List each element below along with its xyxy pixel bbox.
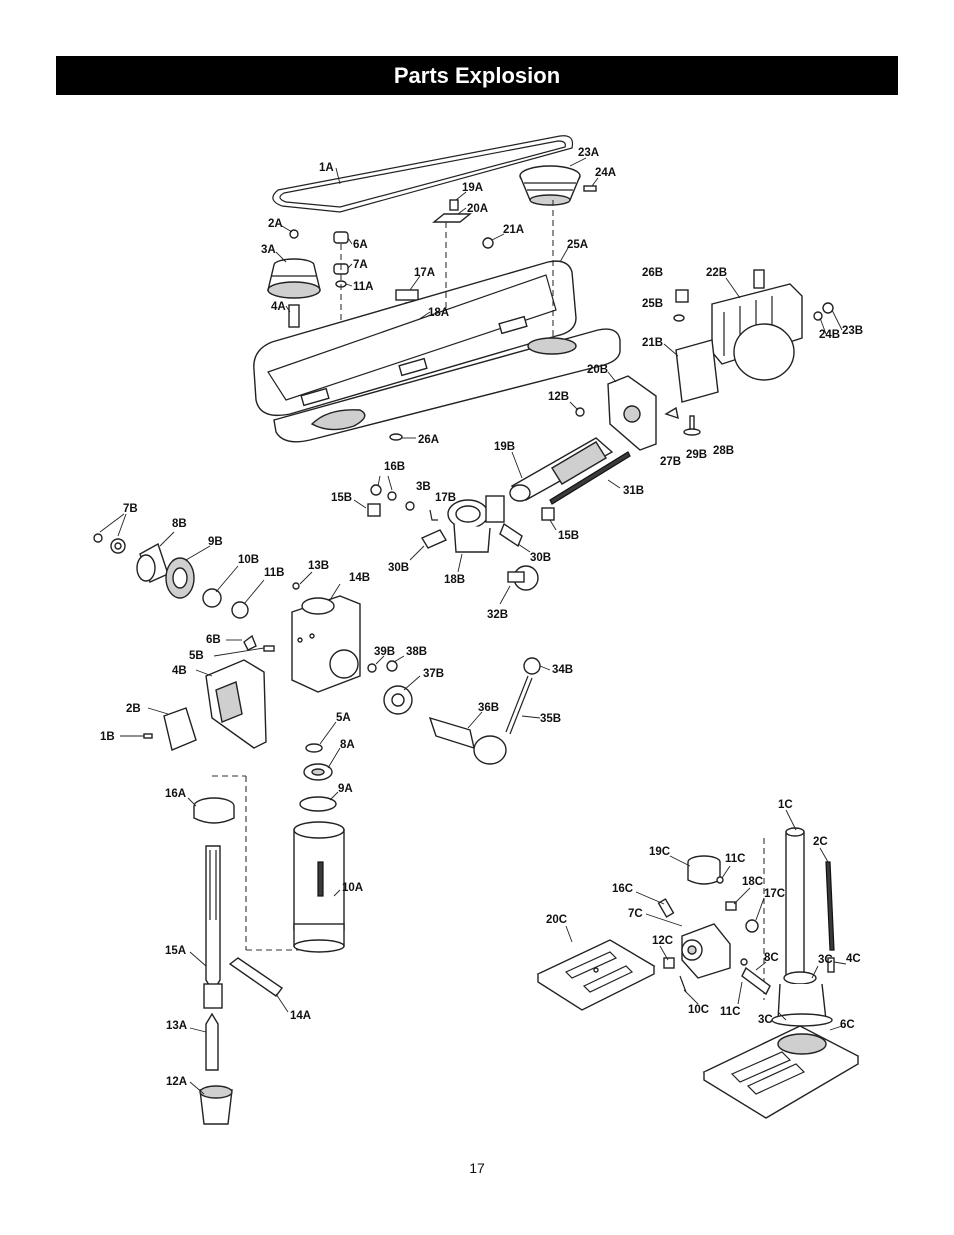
part-label-5b: 5B [189, 650, 204, 662]
part-label-6c: 6C [840, 1019, 855, 1031]
part-label-19c: 19C [649, 846, 670, 858]
part-label-22b: 22B [706, 267, 727, 279]
part-label-2b: 2B [126, 703, 141, 715]
part-label-21a: 21A [503, 224, 524, 236]
part-label-31b: 31B [623, 485, 644, 497]
part-label-15b-left: 15B [331, 492, 352, 504]
part-label-5a: 5A [336, 712, 351, 724]
part-label-11a: 11A [353, 281, 373, 293]
part-label-32b: 32B [487, 609, 508, 621]
part-label-1a: 1A [319, 162, 334, 174]
motor-assembly [367, 269, 834, 591]
part-label-38b: 38B [406, 646, 427, 658]
column [785, 831, 805, 977]
part-label-23a: 23A [578, 147, 599, 159]
part-label-24b: 24B [819, 329, 840, 341]
part-label-15a: 15A [165, 945, 186, 957]
part-label-18c: 18C [742, 876, 763, 888]
part-label-10a: 10A [342, 882, 363, 894]
page-title: Parts Explosion [56, 56, 898, 95]
part-label-8a: 8A [340, 739, 355, 751]
part-label-25a: 25A [567, 239, 588, 251]
part-label-12c: 12C [652, 935, 673, 947]
part-label-19b: 19B [494, 441, 515, 453]
part-label-16b: 16B [384, 461, 405, 473]
belt-cover-assembly [253, 135, 621, 443]
part-label-20b: 20B [587, 364, 608, 376]
page-number: 17 [469, 1160, 485, 1176]
part-label-3c-bottom: 3C [758, 1014, 773, 1026]
drive-belt [272, 135, 574, 213]
belt-cover [253, 260, 577, 417]
part-label-20a: 20A [467, 203, 488, 215]
part-label-24a: 24A [595, 167, 616, 179]
part-label-30b-right: 30B [530, 552, 551, 564]
leader-lines [99, 157, 847, 1095]
part-label-9a: 9A [338, 783, 353, 795]
part-label-23b: 23B [842, 325, 863, 337]
part-label-3a: 3A [261, 244, 276, 256]
part-label-21b: 21B [642, 337, 663, 349]
part-label-7a: 7A [353, 259, 368, 271]
part-label-36b: 36B [478, 702, 499, 714]
part-label-30b-left: 30B [388, 562, 409, 574]
part-label-9b: 9B [208, 536, 223, 548]
part-label-28b: 28B [713, 445, 734, 457]
part-label-27b: 27B [660, 456, 681, 468]
part-label-29b: 29B [686, 449, 707, 461]
part-label-26a: 26A [418, 434, 439, 446]
part-label-17a: 17A [414, 267, 435, 279]
part-label-16c: 16C [612, 883, 633, 895]
spindle-shaft [205, 845, 221, 991]
part-label-6a: 6A [353, 239, 368, 251]
part-label-3c-top: 3C [818, 954, 833, 966]
motor-body [733, 323, 795, 381]
part-label-34b: 34B [552, 664, 573, 676]
part-label-14b: 14B [349, 572, 370, 584]
part-label-7b: 7B [123, 503, 138, 515]
part-label-13b: 13B [308, 560, 329, 572]
spindle-assembly [193, 743, 345, 1125]
part-label-2c: 2C [813, 836, 828, 848]
part-label-10b: 10B [238, 554, 259, 566]
part-label-10c: 10C [688, 1004, 709, 1016]
part-label-19a: 19A [462, 182, 483, 194]
part-label-20c: 20C [546, 914, 567, 926]
part-label-7c: 7C [628, 908, 643, 920]
part-label-8c: 8C [764, 952, 779, 964]
part-label-1c: 1C [778, 799, 793, 811]
part-label-18b: 18B [444, 574, 465, 586]
part-label-17b: 17B [435, 492, 456, 504]
part-label-12b: 12B [548, 391, 569, 403]
part-label-15b-right: 15B [558, 530, 579, 542]
part-label-4a: 4A [271, 301, 286, 313]
part-label-37b: 37B [423, 668, 444, 680]
part-label-4c: 4C [846, 953, 861, 965]
part-label-25b: 25B [642, 298, 663, 310]
part-label-12a: 12A [166, 1076, 187, 1088]
part-label-11c-bottom: 11C [720, 1006, 740, 1018]
part-label-2a: 2A [268, 218, 283, 230]
part-label-11b: 11B [264, 567, 284, 579]
part-label-4b: 4B [172, 665, 187, 677]
part-label-35b: 35B [540, 713, 561, 725]
column-assembly [536, 827, 860, 1119]
part-label-18a: 18A [428, 307, 449, 319]
part-label-11c-top: 11C [725, 853, 745, 865]
part-label-16a: 16A [165, 788, 186, 800]
head-assembly [93, 533, 541, 765]
part-label-3b: 3B [416, 481, 431, 493]
part-label-6b: 6B [206, 634, 221, 646]
part-label-13a: 13A [166, 1020, 187, 1032]
part-label-1b: 1B [100, 731, 115, 743]
part-label-26b: 26B [642, 267, 663, 279]
part-label-8b: 8B [172, 518, 187, 530]
part-label-39b: 39B [374, 646, 395, 658]
part-label-17c: 17C [764, 888, 785, 900]
part-label-14a: 14A [290, 1010, 311, 1022]
